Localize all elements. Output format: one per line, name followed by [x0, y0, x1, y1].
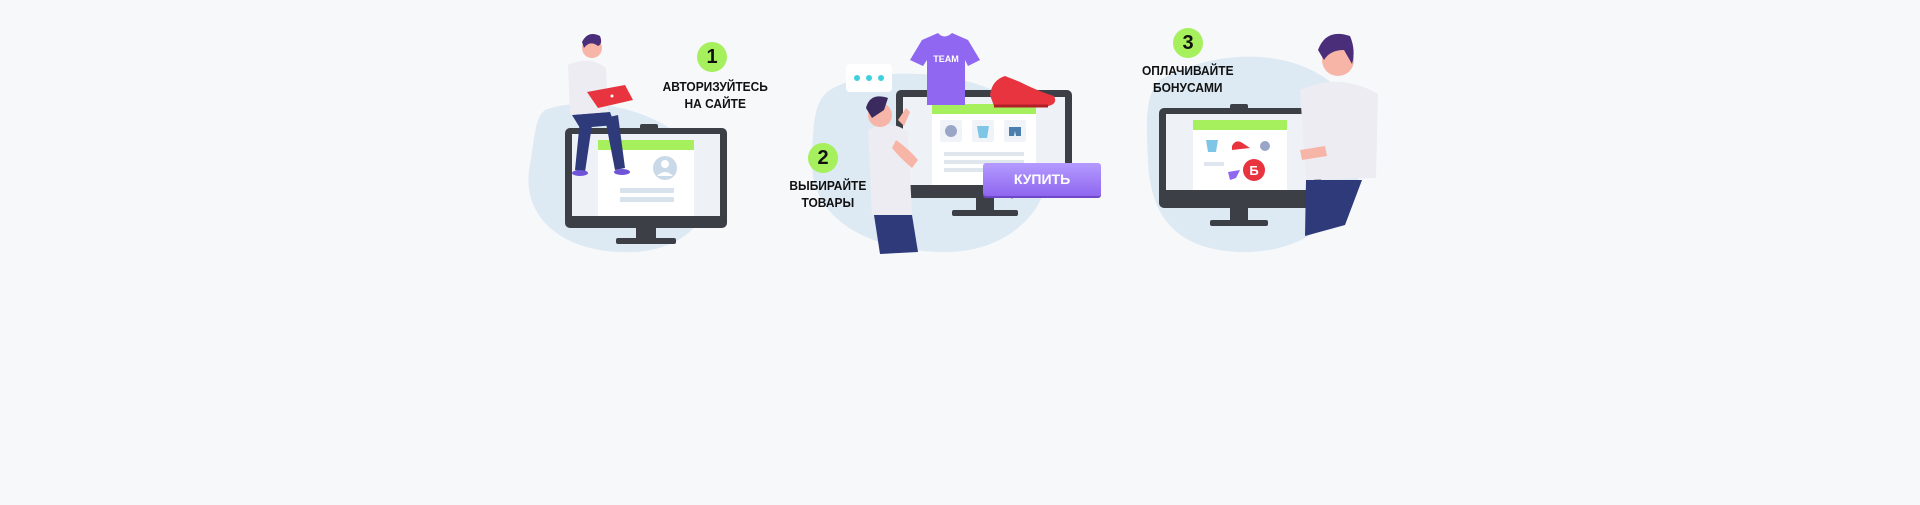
- step-3-line-2: БОНУСАМИ: [1153, 80, 1223, 95]
- cursor-icon: [1228, 170, 1240, 180]
- monitor-icon: [896, 90, 1072, 216]
- chat-bubble-icon: [846, 64, 892, 92]
- buy-button[interactable]: КУПИТЬ: [983, 163, 1101, 196]
- step-1-line-2: НА САЙТЕ: [684, 96, 746, 111]
- scene-pay-bonus: Б: [1146, 33, 1378, 253]
- step-3-number: 3: [1173, 28, 1203, 58]
- step-1-line-1: АВТОРИЗУЙТЕСЬ: [662, 79, 768, 94]
- step-2-line-2: ТОВАРЫ: [801, 195, 855, 210]
- bonus-badge-icon: Б: [1243, 159, 1265, 181]
- step-2-text: ВЫБИРАЙТЕ ТОВАРЫ: [789, 177, 866, 211]
- step-1-number: 1: [697, 42, 727, 72]
- step-3-line-1: ОПЛАЧИВАЙТЕ: [1141, 63, 1234, 78]
- person-with-laptop: [568, 34, 633, 176]
- football-boot-icon: [990, 76, 1056, 108]
- scene-choose-goods: TEAM: [811, 33, 1072, 254]
- step-2-line-1: ВЫБИРАЙТЕ: [789, 178, 867, 193]
- woman-paying: [1300, 33, 1378, 236]
- scene-login: [528, 34, 727, 253]
- step-3-text: ОПЛАЧИВАЙТЕ БОНУСАМИ: [1142, 62, 1234, 96]
- monitor-icon: [1159, 104, 1321, 226]
- man-choosing: [866, 96, 918, 254]
- tshirt-icon: TEAM: [910, 33, 980, 105]
- step-2-number: 2: [808, 143, 838, 173]
- step-1-text: АВТОРИЗУЙТЕСЬ НА САЙТЕ: [663, 78, 768, 112]
- bonus-badge-letter: Б: [1249, 163, 1258, 178]
- tshirt-print: TEAM: [933, 54, 959, 64]
